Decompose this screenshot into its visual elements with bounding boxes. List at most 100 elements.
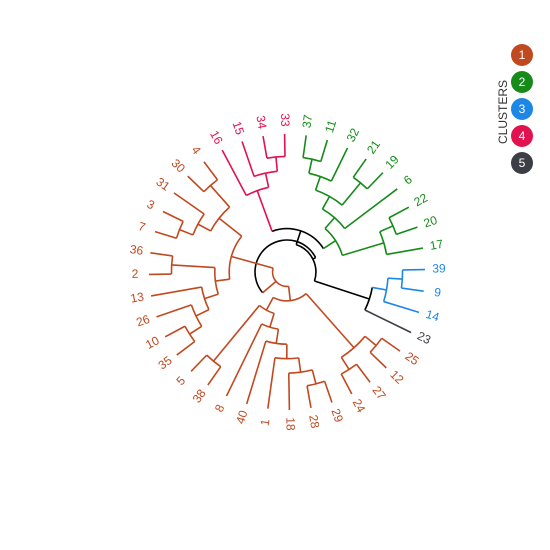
branch-segment xyxy=(308,159,313,174)
branch-segment xyxy=(387,277,403,280)
branch-segment xyxy=(379,225,394,233)
branch-segment xyxy=(381,337,401,352)
branch-segment xyxy=(262,135,268,159)
legend-title: CLUSTERS xyxy=(496,80,510,144)
leaf-label: 14 xyxy=(424,307,441,324)
leaf-label: 4 xyxy=(189,143,204,157)
leaf-label: 27 xyxy=(370,383,389,402)
branch-segment xyxy=(366,172,384,190)
branch-segment xyxy=(340,356,350,370)
branch-segment xyxy=(311,369,317,385)
branch-arc xyxy=(192,213,205,236)
branch-arc xyxy=(322,208,346,230)
branch-arc xyxy=(206,354,222,368)
branch-segment xyxy=(275,329,280,344)
branch-segment xyxy=(302,135,307,158)
branch-segment xyxy=(306,385,312,409)
branch-segment xyxy=(209,184,231,208)
leaf-label: 3 xyxy=(145,197,157,213)
branch-arc xyxy=(302,156,322,163)
branch-segment xyxy=(314,176,322,191)
leaf-label: 40 xyxy=(233,408,250,425)
branch-arc xyxy=(388,217,398,235)
branch-segment xyxy=(256,190,273,232)
branch-arc xyxy=(340,363,358,375)
branch-segment xyxy=(218,217,243,237)
branch-segment xyxy=(150,286,202,297)
branch-arc xyxy=(271,227,325,249)
branch-segment xyxy=(197,223,212,232)
branch-segment xyxy=(287,286,292,301)
branch-segment xyxy=(241,141,255,177)
branch-segment xyxy=(341,182,362,206)
legend-swatch xyxy=(511,71,533,93)
branch-arc xyxy=(308,172,332,182)
leaf-label: 33 xyxy=(278,113,292,127)
branch-segment xyxy=(154,230,177,239)
branch-segment xyxy=(395,226,418,236)
branch-arc xyxy=(271,267,289,288)
leaf-label: 39 xyxy=(432,261,446,275)
branch-arc xyxy=(265,340,287,346)
branch-segment xyxy=(275,156,279,172)
leaf-label: 12 xyxy=(387,367,407,387)
branch-segment xyxy=(190,354,208,372)
leaf-label: 22 xyxy=(412,190,431,209)
branch-segment xyxy=(203,161,219,181)
branch-segment xyxy=(321,196,331,210)
leaf-label: 5 xyxy=(173,373,188,388)
leaf-label: 1 xyxy=(258,418,273,427)
branch-segment xyxy=(314,280,370,300)
branch-arc xyxy=(272,293,307,302)
branch-segment xyxy=(372,286,387,291)
leaf-label: 34 xyxy=(253,114,269,130)
legend-label: 3 xyxy=(519,102,526,116)
branch-segment xyxy=(340,373,353,395)
branch-segment xyxy=(176,340,196,356)
branch-segment xyxy=(330,147,349,182)
branch-segment xyxy=(364,335,377,347)
leaf-label: 9 xyxy=(433,285,442,300)
branch-segment xyxy=(179,228,194,236)
legend-swatch xyxy=(511,152,533,174)
branch-arc xyxy=(324,227,344,256)
legend-label: 5 xyxy=(519,156,526,170)
branch-arc xyxy=(184,325,196,343)
legend-label: 1 xyxy=(519,48,526,62)
leaf-label: 13 xyxy=(129,289,145,305)
leaf-label: 35 xyxy=(156,353,175,372)
leaf-label: 6 xyxy=(401,172,415,187)
branch-arc xyxy=(190,304,203,327)
branch-segment xyxy=(323,380,333,403)
branch-arc xyxy=(352,176,368,190)
branch-arc xyxy=(274,357,299,360)
branch-segment xyxy=(245,340,267,405)
branch-segment xyxy=(352,158,367,178)
dendrogram-branches xyxy=(149,134,425,410)
branch-segment xyxy=(264,173,270,188)
leaf-label: 21 xyxy=(364,137,383,156)
branch-arc xyxy=(228,235,243,280)
leaf-label: 30 xyxy=(169,156,189,176)
branch-segment xyxy=(355,363,371,383)
leaf-label: 15 xyxy=(230,119,248,136)
branch-segment xyxy=(267,357,276,409)
leaf-label: 38 xyxy=(190,386,209,405)
branch-segment xyxy=(305,293,355,349)
branch-segment xyxy=(162,210,184,223)
leaf-label: 29 xyxy=(328,407,346,424)
branch-segment xyxy=(262,280,277,294)
branch-segment xyxy=(187,175,205,193)
leaf-label: 26 xyxy=(134,312,151,330)
leaf-label: 28 xyxy=(306,414,322,430)
leaf-label: 20 xyxy=(422,213,439,231)
leaf-label: 16 xyxy=(207,128,226,147)
branch-segment xyxy=(388,206,410,219)
branch-arc xyxy=(258,304,275,315)
leaf-label: 19 xyxy=(382,152,402,172)
branch-arc xyxy=(175,220,184,239)
leaf-label: 10 xyxy=(143,333,162,352)
legend-swatch xyxy=(511,125,533,147)
